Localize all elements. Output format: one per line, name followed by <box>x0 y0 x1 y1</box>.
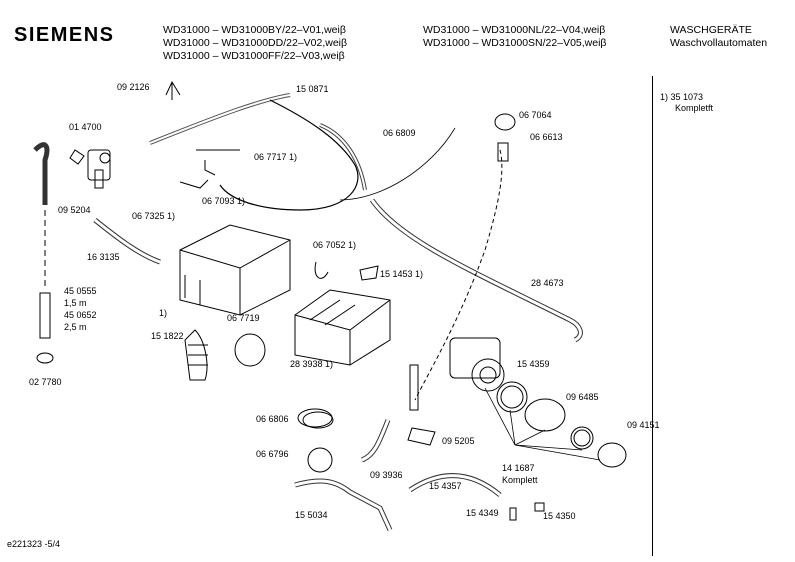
part-label: 06 7052 1) <box>313 240 357 250</box>
part-label: 15 4359 <box>517 359 550 369</box>
part-label: 09 5205 <box>442 436 475 446</box>
part-label: 15 0871 <box>296 84 329 94</box>
part-label: 06 6809 <box>383 128 416 138</box>
part-label: 09 6485 <box>566 392 599 402</box>
part-label: 06 7717 1) <box>254 152 298 162</box>
part-label: 15 4349 <box>466 508 499 518</box>
part-label: 15 5034 <box>295 510 328 520</box>
part-label: 15 4357 <box>429 481 462 491</box>
part-label: 15 1822 <box>151 331 184 341</box>
part-label: 1) <box>159 308 168 318</box>
part-label: 06 7064 <box>519 110 552 120</box>
part-label: 15 1453 1) <box>380 269 424 279</box>
part-label: 28 3938 1) <box>290 359 334 369</box>
part-label: 01 4700 <box>69 122 102 132</box>
part-label: Komplett <box>502 475 538 485</box>
category-block: WASCHGERÄTE Waschvollautomaten <box>670 24 767 50</box>
note-line-2: Kompletft <box>675 103 714 113</box>
part-label: 09 3936 <box>370 470 403 480</box>
part-label: 06 6613 <box>530 132 563 142</box>
part-label: 09 4151 <box>627 420 660 430</box>
part-label: 16 3135 <box>87 252 120 262</box>
part-label: 06 6806 <box>256 414 289 424</box>
part-label: 02 7780 <box>29 377 62 387</box>
part-label: 2,5 m <box>64 322 87 332</box>
note-line-1: 1) 35 1073 <box>660 92 704 102</box>
models-left: WD31000 – WD31000BY/22–V01,weiβ WD31000 … <box>163 24 347 63</box>
part-label: 14 1687 <box>502 463 535 473</box>
part-label: 06 6796 <box>256 449 289 459</box>
part-label: 1,5 m <box>64 298 87 308</box>
part-label: 45 0555 <box>64 286 97 296</box>
part-label: 06 7719 <box>227 313 260 323</box>
brand-logo: SIEMENS <box>14 24 115 46</box>
model-line: WD31000 – WD31000NL/22–V04,weiβ <box>423 24 606 36</box>
part-label: 09 5204 <box>58 205 91 215</box>
part-label: 06 7093 1) <box>202 196 246 206</box>
category-subtitle: Waschvollautomaten <box>670 37 768 49</box>
model-line: WD31000 – WD31000SN/22–V05,weiβ <box>423 37 607 49</box>
doc-id: e221323 -5/4 <box>7 539 61 549</box>
model-line: WD31000 – WD31000BY/22–V01,weiβ <box>163 24 346 36</box>
part-label: 06 7325 1) <box>132 211 176 221</box>
sidebar-divider <box>652 76 653 556</box>
part-label: 28 4673 <box>531 278 564 288</box>
models-right: WD31000 – WD31000NL/22–V04,weiβ WD31000 … <box>423 24 606 50</box>
part-label: 15 4350 <box>543 511 576 521</box>
part-label: 09 2126 <box>117 82 150 92</box>
category-title: WASCHGERÄTE <box>670 24 752 36</box>
model-line: WD31000 – WD31000DD/22–V02,weiβ <box>163 37 348 49</box>
model-line: WD31000 – WD31000FF/22–V03,weiβ <box>163 50 345 62</box>
part-label: 45 0652 <box>64 310 97 320</box>
